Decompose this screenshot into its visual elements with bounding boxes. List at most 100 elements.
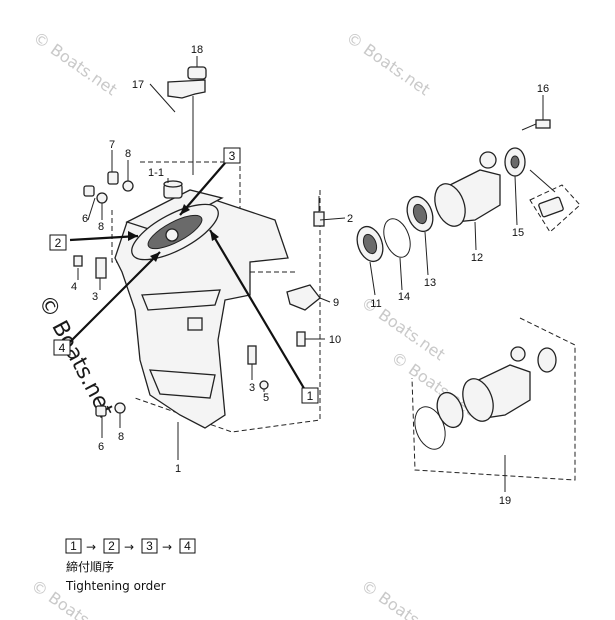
arrow-2-head xyxy=(128,231,138,241)
callout-9: 9 xyxy=(333,297,339,309)
callout-numbers: 18 17 7 8 1-1 6 8 2 4 3 9 10 3 5 6 8 1 1… xyxy=(71,44,549,507)
legend-box-3 xyxy=(141,538,158,554)
arrow-2 xyxy=(69,234,139,242)
order-box-2-label: 2 xyxy=(55,236,62,250)
bolt-10 xyxy=(296,331,306,347)
callout-10: 10 xyxy=(329,334,341,346)
callout-7: 7 xyxy=(109,139,115,151)
arrow-3 xyxy=(179,162,226,216)
order-box-1: 1 xyxy=(301,387,319,404)
tightening-order-legend: 1 → 2 → 3 → 4 締付順序 Tightening order xyxy=(65,538,196,593)
clamp-3b xyxy=(247,345,257,365)
clip-body xyxy=(167,79,206,99)
housing-19-front xyxy=(462,378,494,422)
legend-box-1 xyxy=(65,538,82,554)
order-box-1-label: 1 xyxy=(307,389,314,403)
legend-title-jp: 締付順序 xyxy=(66,559,114,574)
clamp-3a xyxy=(95,257,107,279)
callout-6a: 6 xyxy=(82,213,88,225)
order-box-3: 3 xyxy=(223,147,241,164)
legend-arrow-2: → xyxy=(124,540,134,554)
legend-title-en: Tightening order xyxy=(65,579,166,593)
watermark-layer: © Boats.net © Boats.net © Boats.net © Bo… xyxy=(28,28,479,620)
washer-8b xyxy=(96,192,108,204)
seal-detail-inset xyxy=(529,184,581,233)
bolt-16-shank xyxy=(521,123,537,131)
arrow-4 xyxy=(69,251,161,343)
order-box-4-frame xyxy=(53,339,71,356)
callout-16: 16 xyxy=(537,83,549,95)
callout-17: 17 xyxy=(132,79,144,91)
anti-ventilation-plate xyxy=(141,289,221,311)
grommet-body xyxy=(187,66,207,80)
bearing-19 xyxy=(436,391,464,429)
leader-14 xyxy=(399,257,403,291)
housing-19-ear xyxy=(510,346,526,362)
leader-inset xyxy=(529,169,556,193)
legend-step-2: 2 xyxy=(108,539,115,553)
anode-part-9 xyxy=(286,284,321,311)
leader-2 xyxy=(319,217,346,221)
order-box-4-label: 4 xyxy=(59,341,66,355)
bearing-13-inner xyxy=(412,203,428,225)
legend-box-4 xyxy=(179,538,196,554)
legend-step-4: 4 xyxy=(184,539,191,553)
boundary-19 xyxy=(411,317,576,481)
order-box-2: 2 xyxy=(49,234,67,251)
arrow-1-head xyxy=(210,230,219,241)
callout-5: 5 xyxy=(263,392,269,404)
legend-arrow-3: → xyxy=(162,540,172,554)
tightening-arrows xyxy=(69,162,306,391)
bolt-2-head xyxy=(313,211,325,227)
bushing-part-1-1 xyxy=(163,180,183,199)
lower-casing-part-1 xyxy=(114,189,289,429)
propeller-shaft-housing-part-12 xyxy=(434,151,501,227)
order-box-1-frame xyxy=(301,387,319,404)
callout-3b: 3 xyxy=(249,382,255,394)
bearing-11-inner xyxy=(362,233,378,255)
callout-2: 2 xyxy=(347,213,353,225)
housing-12-ear xyxy=(479,151,497,169)
callout-14: 14 xyxy=(398,291,410,303)
bolt-6b xyxy=(95,405,107,417)
leader-9 xyxy=(319,297,331,303)
leader-12 xyxy=(474,221,477,251)
callout-1-1: 1-1 xyxy=(148,167,164,179)
watermark: © Boats.net xyxy=(358,576,449,620)
arrow-1 xyxy=(209,229,306,391)
callout-3a: 3 xyxy=(92,291,98,303)
callout-12: 12 xyxy=(471,252,483,264)
watermark: © Boats.net xyxy=(343,28,434,100)
callout-8c: 8 xyxy=(118,431,124,443)
bolt-7 xyxy=(107,171,119,185)
leader-13 xyxy=(424,231,429,276)
seal-15-inner xyxy=(510,155,520,169)
leader-15 xyxy=(514,175,518,226)
washer-8a xyxy=(122,180,134,192)
skeg-upper xyxy=(148,369,216,399)
bearing-part-11 xyxy=(356,225,384,263)
inset-seal xyxy=(538,196,564,218)
o-ring-19 xyxy=(414,406,446,450)
callout-6b: 6 xyxy=(98,441,104,453)
callout-11: 11 xyxy=(370,298,381,310)
leader-17 xyxy=(149,83,176,113)
seal-part-15 xyxy=(504,147,526,177)
housing-12-front xyxy=(434,183,466,227)
callout-8a: 8 xyxy=(125,148,131,160)
clip-part-17 xyxy=(167,79,206,99)
leader-11 xyxy=(369,261,376,296)
screw-5 xyxy=(259,380,269,390)
callout-13: 13 xyxy=(424,277,436,289)
callout-15: 15 xyxy=(512,227,524,239)
o-ring-part-14 xyxy=(383,218,411,258)
order-box-2-frame xyxy=(49,234,67,251)
arrow-3-head xyxy=(180,204,190,215)
legend-step-3: 3 xyxy=(146,539,153,553)
seal-19 xyxy=(537,347,557,373)
o-ring-14 xyxy=(383,218,411,258)
callout-8b: 8 xyxy=(98,221,104,233)
grommet-part-18 xyxy=(187,66,207,80)
bushing-top xyxy=(163,180,183,188)
bolt-6a xyxy=(83,185,95,197)
